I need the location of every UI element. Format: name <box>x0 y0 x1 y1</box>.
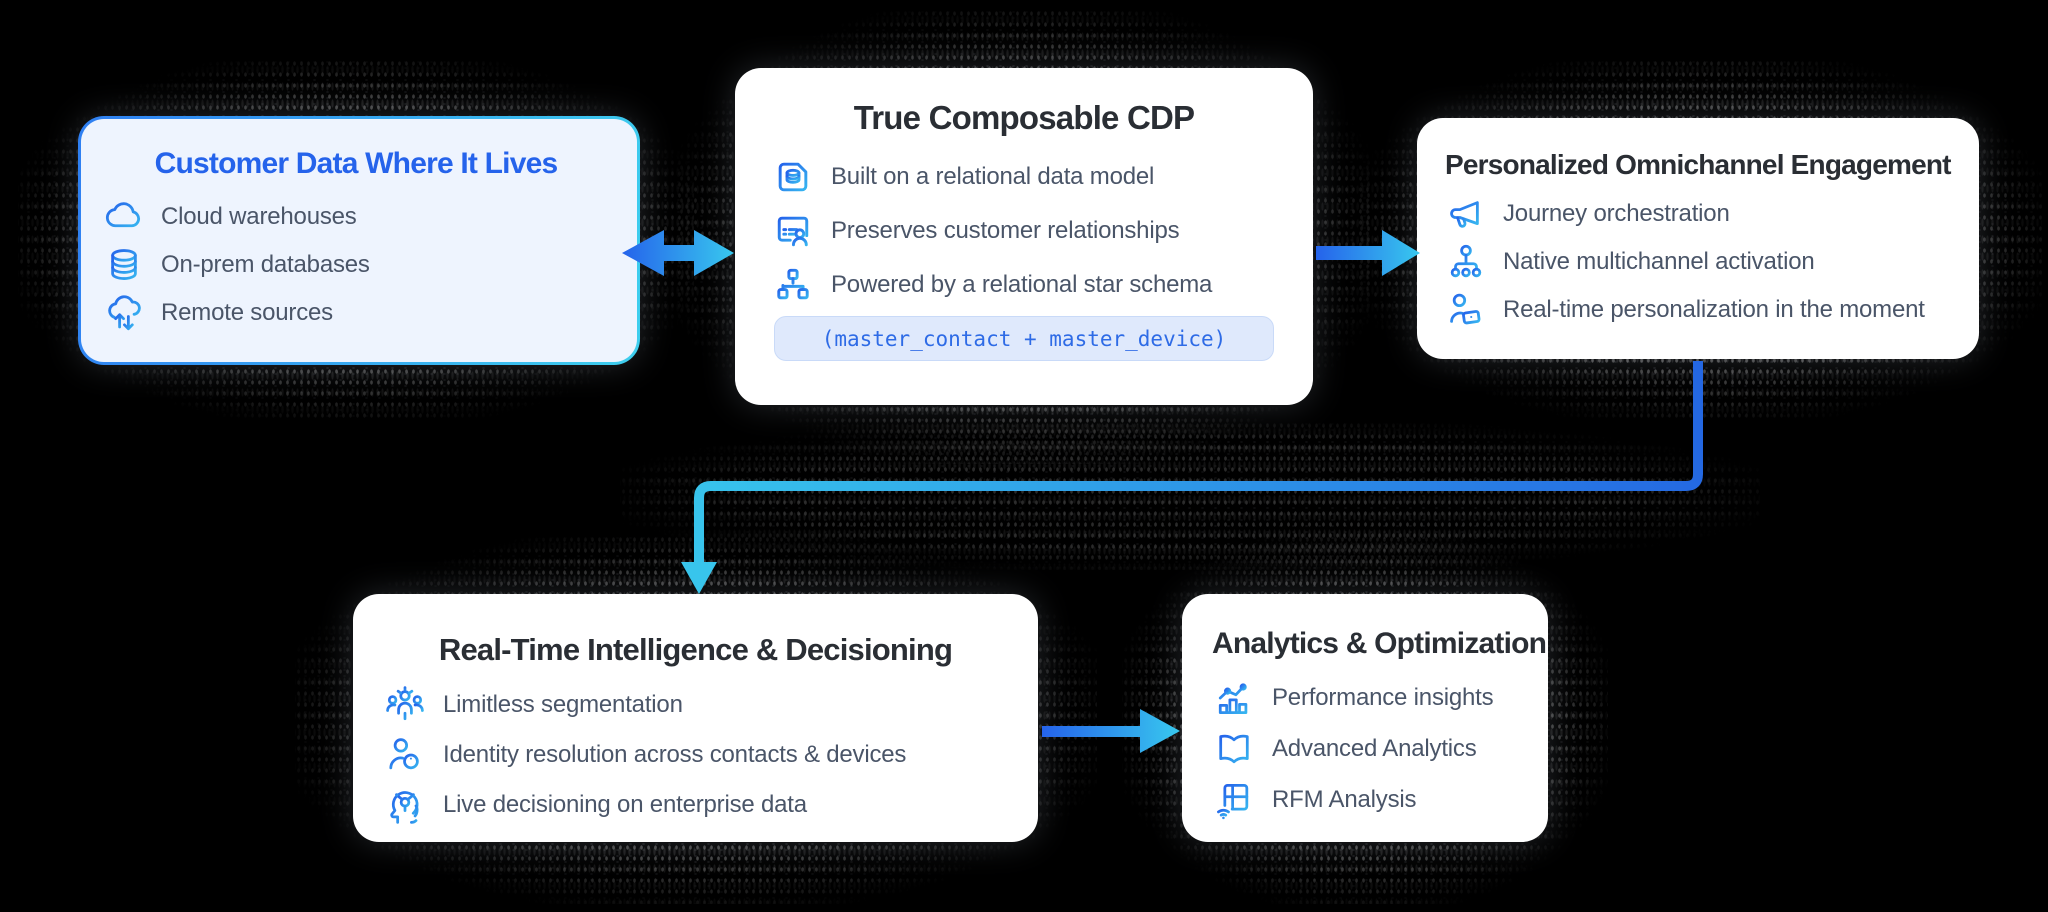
list-item-label: Identity resolution across contacts & de… <box>443 741 907 768</box>
list-item: Remote sources <box>103 289 609 337</box>
list-item-label: Performance insights <box>1272 683 1494 711</box>
card-customer-data: Customer Data Where It Lives Cloud wareh… <box>78 116 640 365</box>
table-person-icon <box>777 216 809 247</box>
list-item: Advanced Analytics <box>1212 723 1548 774</box>
list-item-label: Limitless segmentation <box>443 691 683 718</box>
chart-bar-line-icon <box>1218 682 1248 714</box>
list-item: Native multichannel activation <box>1445 238 1979 286</box>
card-analytics-optimization: Analytics & Optimization Performance ins… <box>1182 594 1548 842</box>
card-omnichannel-engagement: Personalized Omnichannel Engagement Jour… <box>1417 118 1979 359</box>
list-item-label: Built on a relational data model <box>831 163 1155 190</box>
list-item-label: Real-time personalization in the moment <box>1503 296 1925 323</box>
list-item-label: Live decisioning on enterprise data <box>443 791 807 818</box>
noise-halo <box>620 420 1760 570</box>
list-item: Live decisioning on enterprise data <box>383 780 1038 830</box>
schema-icon <box>777 268 809 300</box>
list-item-label: Cloud warehouses <box>161 203 357 230</box>
list-item: Journey orchestration <box>1445 190 1979 238</box>
person-info-icon <box>389 738 419 770</box>
list-item: On-prem databases <box>103 241 609 289</box>
megaphone-icon <box>1450 201 1479 228</box>
list-item-label: Native multichannel activation <box>1503 248 1815 275</box>
head-circuit-icon <box>390 791 419 824</box>
list-item: Preserves customer relationships <box>771 204 1313 258</box>
card-title: Analytics & Optimization <box>1212 627 1547 660</box>
cloud-icon <box>105 202 141 228</box>
card-realtime-intelligence: Real-Time Intelligence & Decisioning Lim… <box>353 594 1038 842</box>
code-chip: (master_contact + master_device) <box>774 316 1274 361</box>
person-channels-icon <box>1450 244 1482 278</box>
list-item: Identity resolution across contacts & de… <box>383 730 1038 780</box>
list-item: Built on a relational data model <box>771 150 1313 204</box>
list-item: RFM Analysis <box>1212 774 1548 825</box>
card-title: Customer Data Where It Lives <box>154 147 559 180</box>
list-item-label: Preserves customer relationships <box>831 217 1180 244</box>
list-item-label: On-prem databases <box>161 251 370 278</box>
list-item-label: Advanced Analytics <box>1272 734 1477 762</box>
list-item-label: Journey orchestration <box>1503 200 1730 227</box>
list-item-label: RFM Analysis <box>1272 785 1417 813</box>
grid-wifi-icon <box>1217 783 1249 819</box>
list-item-label: Remote sources <box>161 299 333 326</box>
card-composable-cdp: True Composable CDP Built on a relationa… <box>735 68 1313 405</box>
open-book-icon <box>1219 734 1249 763</box>
list-item: Cloud warehouses <box>103 193 609 241</box>
cloud-sync-icon <box>108 295 141 331</box>
list-item: Performance insights <box>1212 672 1548 723</box>
people-group-icon <box>386 686 424 721</box>
person-device-icon <box>1450 293 1481 325</box>
list-item-label: Powered by a relational star schema <box>831 271 1213 298</box>
list-item: Limitless segmentation <box>383 680 1038 730</box>
list-item: Powered by a relational star schema <box>771 258 1313 312</box>
card-title: Personalized Omnichannel Engagement <box>1445 149 1951 180</box>
list-item: Real-time personalization in the moment <box>1445 286 1979 334</box>
database-icon <box>111 249 137 280</box>
card-title: True Composable CDP <box>853 99 1195 136</box>
document-database-icon <box>778 162 808 192</box>
card-title: Real-Time Intelligence & Decisioning <box>438 632 953 667</box>
